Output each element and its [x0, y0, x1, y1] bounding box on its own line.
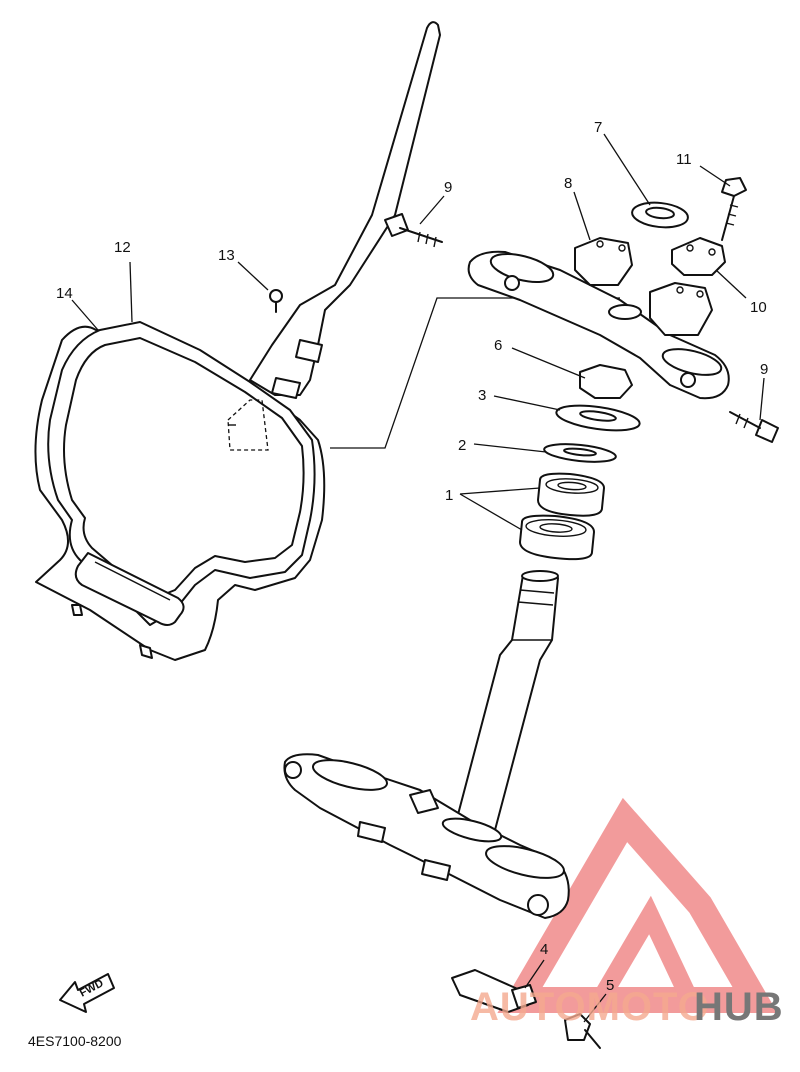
callout-12: 12 [114, 239, 131, 256]
callout-14: 14 [56, 285, 73, 302]
watermark-logo [497, 797, 778, 1013]
callout-4: 4 [540, 941, 548, 958]
callout-2: 2 [458, 437, 466, 454]
number-plate [34, 21, 441, 661]
callout-7: 7 [594, 119, 602, 136]
callout-13: 13 [218, 247, 235, 264]
watermark-text-dark: HUB [694, 985, 784, 1029]
upper-triple-clamp [384, 177, 779, 443]
cable-guide [451, 969, 601, 1049]
steering-stack [519, 364, 641, 561]
diagram-code: 4ES7100-8200 [28, 1033, 122, 1049]
callout-labels: 1 2 3 4 5 6 7 8 9 9 10 11 12 13 14 [56, 119, 768, 994]
lower-triple-clamp [283, 570, 570, 919]
callout-6: 6 [494, 337, 502, 354]
callout-leaders [71, 133, 765, 1023]
fwd-arrow-icon: FWD [59, 973, 115, 1013]
callout-9-top: 9 [444, 179, 452, 196]
watermark-text-light: AUTOMOTO [470, 985, 710, 1029]
callout-10: 10 [750, 299, 767, 316]
callout-1: 1 [445, 487, 453, 504]
callout-9-right: 9 [760, 361, 768, 378]
watermark: AUTOMOTO HUB [470, 985, 784, 1029]
callout-11: 11 [676, 151, 692, 168]
callout-8: 8 [564, 175, 572, 192]
callout-3: 3 [478, 387, 486, 404]
callout-5: 5 [606, 977, 614, 994]
